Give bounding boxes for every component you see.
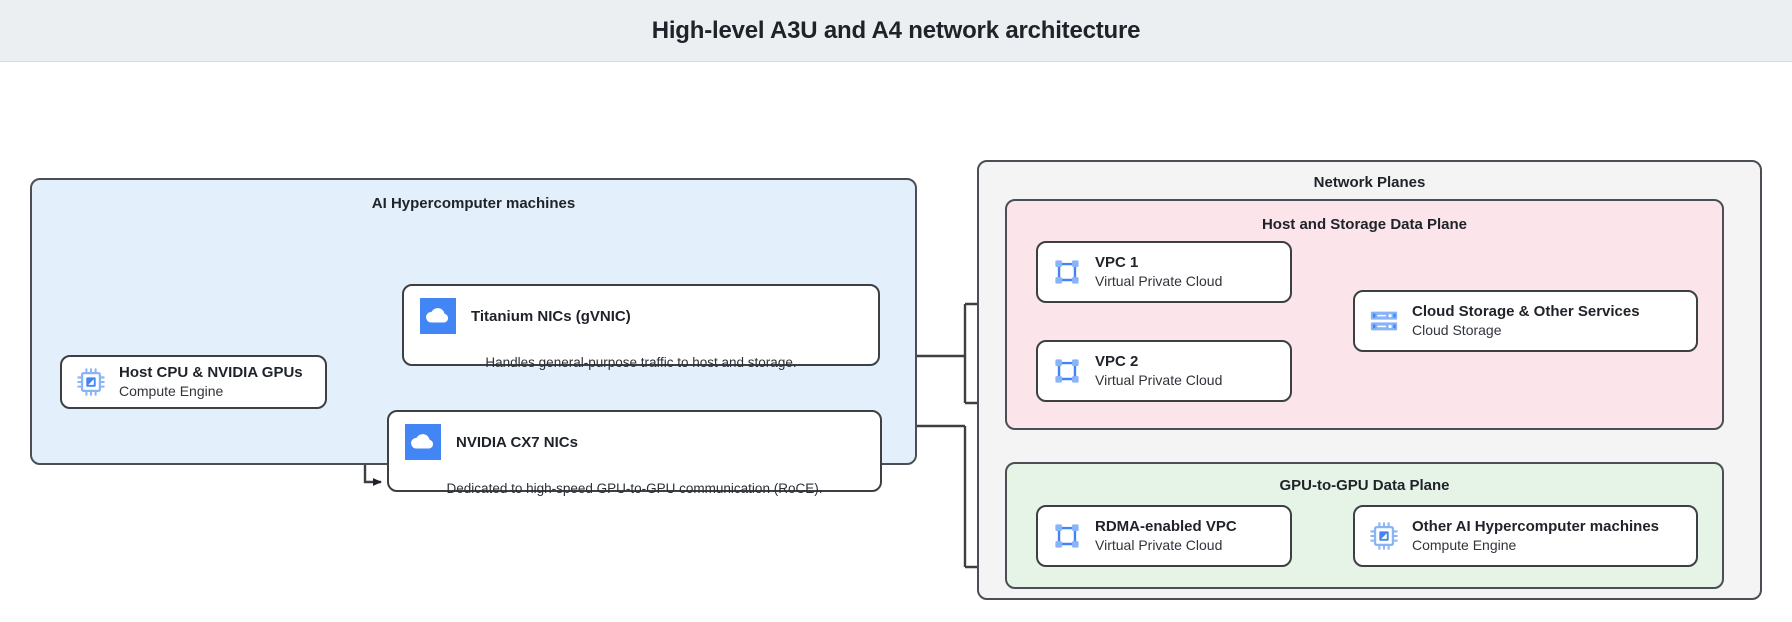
- card-note: Dedicated to high-speed GPU-to-GPU commu…: [446, 481, 823, 496]
- group-title-ai-hypercomputer-machines: AI Hypercomputer machines: [371, 195, 576, 212]
- node-title: VPC 1: [1095, 253, 1139, 271]
- group-title-gpu-to-gpu-data-plane: GPU-to-GPU Data Plane: [1279, 477, 1450, 494]
- page-title: High-level A3U and A4 network architectu…: [651, 16, 1141, 44]
- node-subtitle: Virtual Private Cloud: [1095, 273, 1223, 290]
- card-header: NVIDIA CX7 NICs: [405, 424, 864, 460]
- cpu-chip-icon: [77, 368, 105, 396]
- vpc-icon: [1055, 260, 1079, 284]
- vpc-icon: [1055, 359, 1079, 383]
- node-host-cpu-nvidia-gpus[interactable]: Host CPU & NVIDIA GPUs Compute Engine: [60, 355, 327, 409]
- card-nvidia-cx7-nics[interactable]: NVIDIA CX7 NICs Dedicated to high-speed …: [387, 410, 882, 496]
- node-other-ai-hypercomputer-machines[interactable]: Other AI Hypercomputer machines Compute …: [1353, 505, 1698, 567]
- node-rdma-enabled-vpc[interactable]: RDMA-enabled VPC Virtual Private Cloud: [1036, 505, 1292, 567]
- node-subtitle: Compute Engine: [1412, 537, 1517, 554]
- node-subtitle: Virtual Private Cloud: [1095, 372, 1223, 389]
- node-cloud-storage-other-services[interactable]: Cloud Storage & Other Services Cloud Sto…: [1353, 290, 1698, 352]
- node-title: RDMA-enabled VPC: [1095, 517, 1237, 535]
- card-titanium-nics[interactable]: Titanium NICs (gVNIC) Handles general-pu…: [402, 284, 880, 370]
- cpu-chip-icon: [1370, 522, 1398, 550]
- card-header: Titanium NICs (gVNIC): [420, 298, 862, 334]
- card-note: Handles general-purpose traffic to host …: [485, 355, 797, 370]
- node-title: Host CPU & NVIDIA GPUs: [119, 363, 303, 381]
- cloud-icon: [420, 298, 456, 334]
- diagram-canvas: AI Hypercomputer machines Network Planes…: [0, 62, 1792, 600]
- node-title: Other AI Hypercomputer machines: [1412, 517, 1660, 535]
- group-title-network-planes: Network Planes: [1313, 174, 1426, 191]
- cloud-icon: [405, 424, 441, 460]
- group-title-host-and-storage-data-plane: Host and Storage Data Plane: [1261, 216, 1468, 233]
- node-title: Cloud Storage & Other Services: [1412, 302, 1640, 320]
- node-subtitle: Virtual Private Cloud: [1095, 537, 1223, 554]
- node-subtitle: Cloud Storage: [1412, 322, 1502, 339]
- vpc-icon: [1055, 524, 1079, 548]
- card-title: Titanium NICs (gVNIC): [471, 307, 631, 325]
- node-vpc-1[interactable]: VPC 1 Virtual Private Cloud: [1036, 241, 1292, 303]
- node-title: VPC 2: [1095, 352, 1139, 370]
- storage-rack-icon: [1370, 311, 1398, 331]
- card-title: NVIDIA CX7 NICs: [456, 433, 578, 451]
- node-subtitle: Compute Engine: [119, 383, 224, 400]
- node-vpc-2[interactable]: VPC 2 Virtual Private Cloud: [1036, 340, 1292, 402]
- title-bar: High-level A3U and A4 network architectu…: [0, 0, 1792, 62]
